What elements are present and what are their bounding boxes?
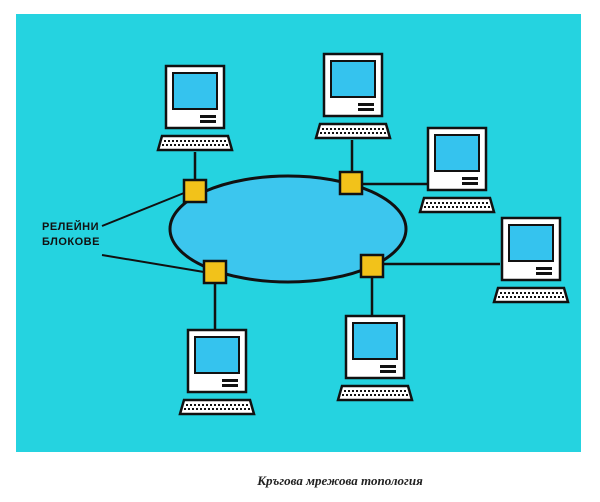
computer-icon xyxy=(336,314,414,402)
relay-block xyxy=(338,170,364,196)
connection-lines xyxy=(193,140,500,330)
relay-block xyxy=(202,259,228,285)
computer-icon xyxy=(314,52,392,140)
label-pointers xyxy=(101,192,205,273)
relay-label-line-1: РЕЛЕЙНИ xyxy=(42,220,99,233)
diagram-caption: Кръгова мрежова топология xyxy=(256,473,423,488)
relay-block xyxy=(182,178,208,204)
ring-network xyxy=(168,174,408,284)
relay-blocks xyxy=(182,170,385,285)
relay-label-line-2: БЛОКОВЕ xyxy=(42,236,100,248)
computer-icon xyxy=(418,126,496,214)
computer-icon xyxy=(492,216,570,304)
computer-icon xyxy=(178,328,256,416)
computer-icon xyxy=(156,64,234,152)
relay-block xyxy=(359,253,385,279)
